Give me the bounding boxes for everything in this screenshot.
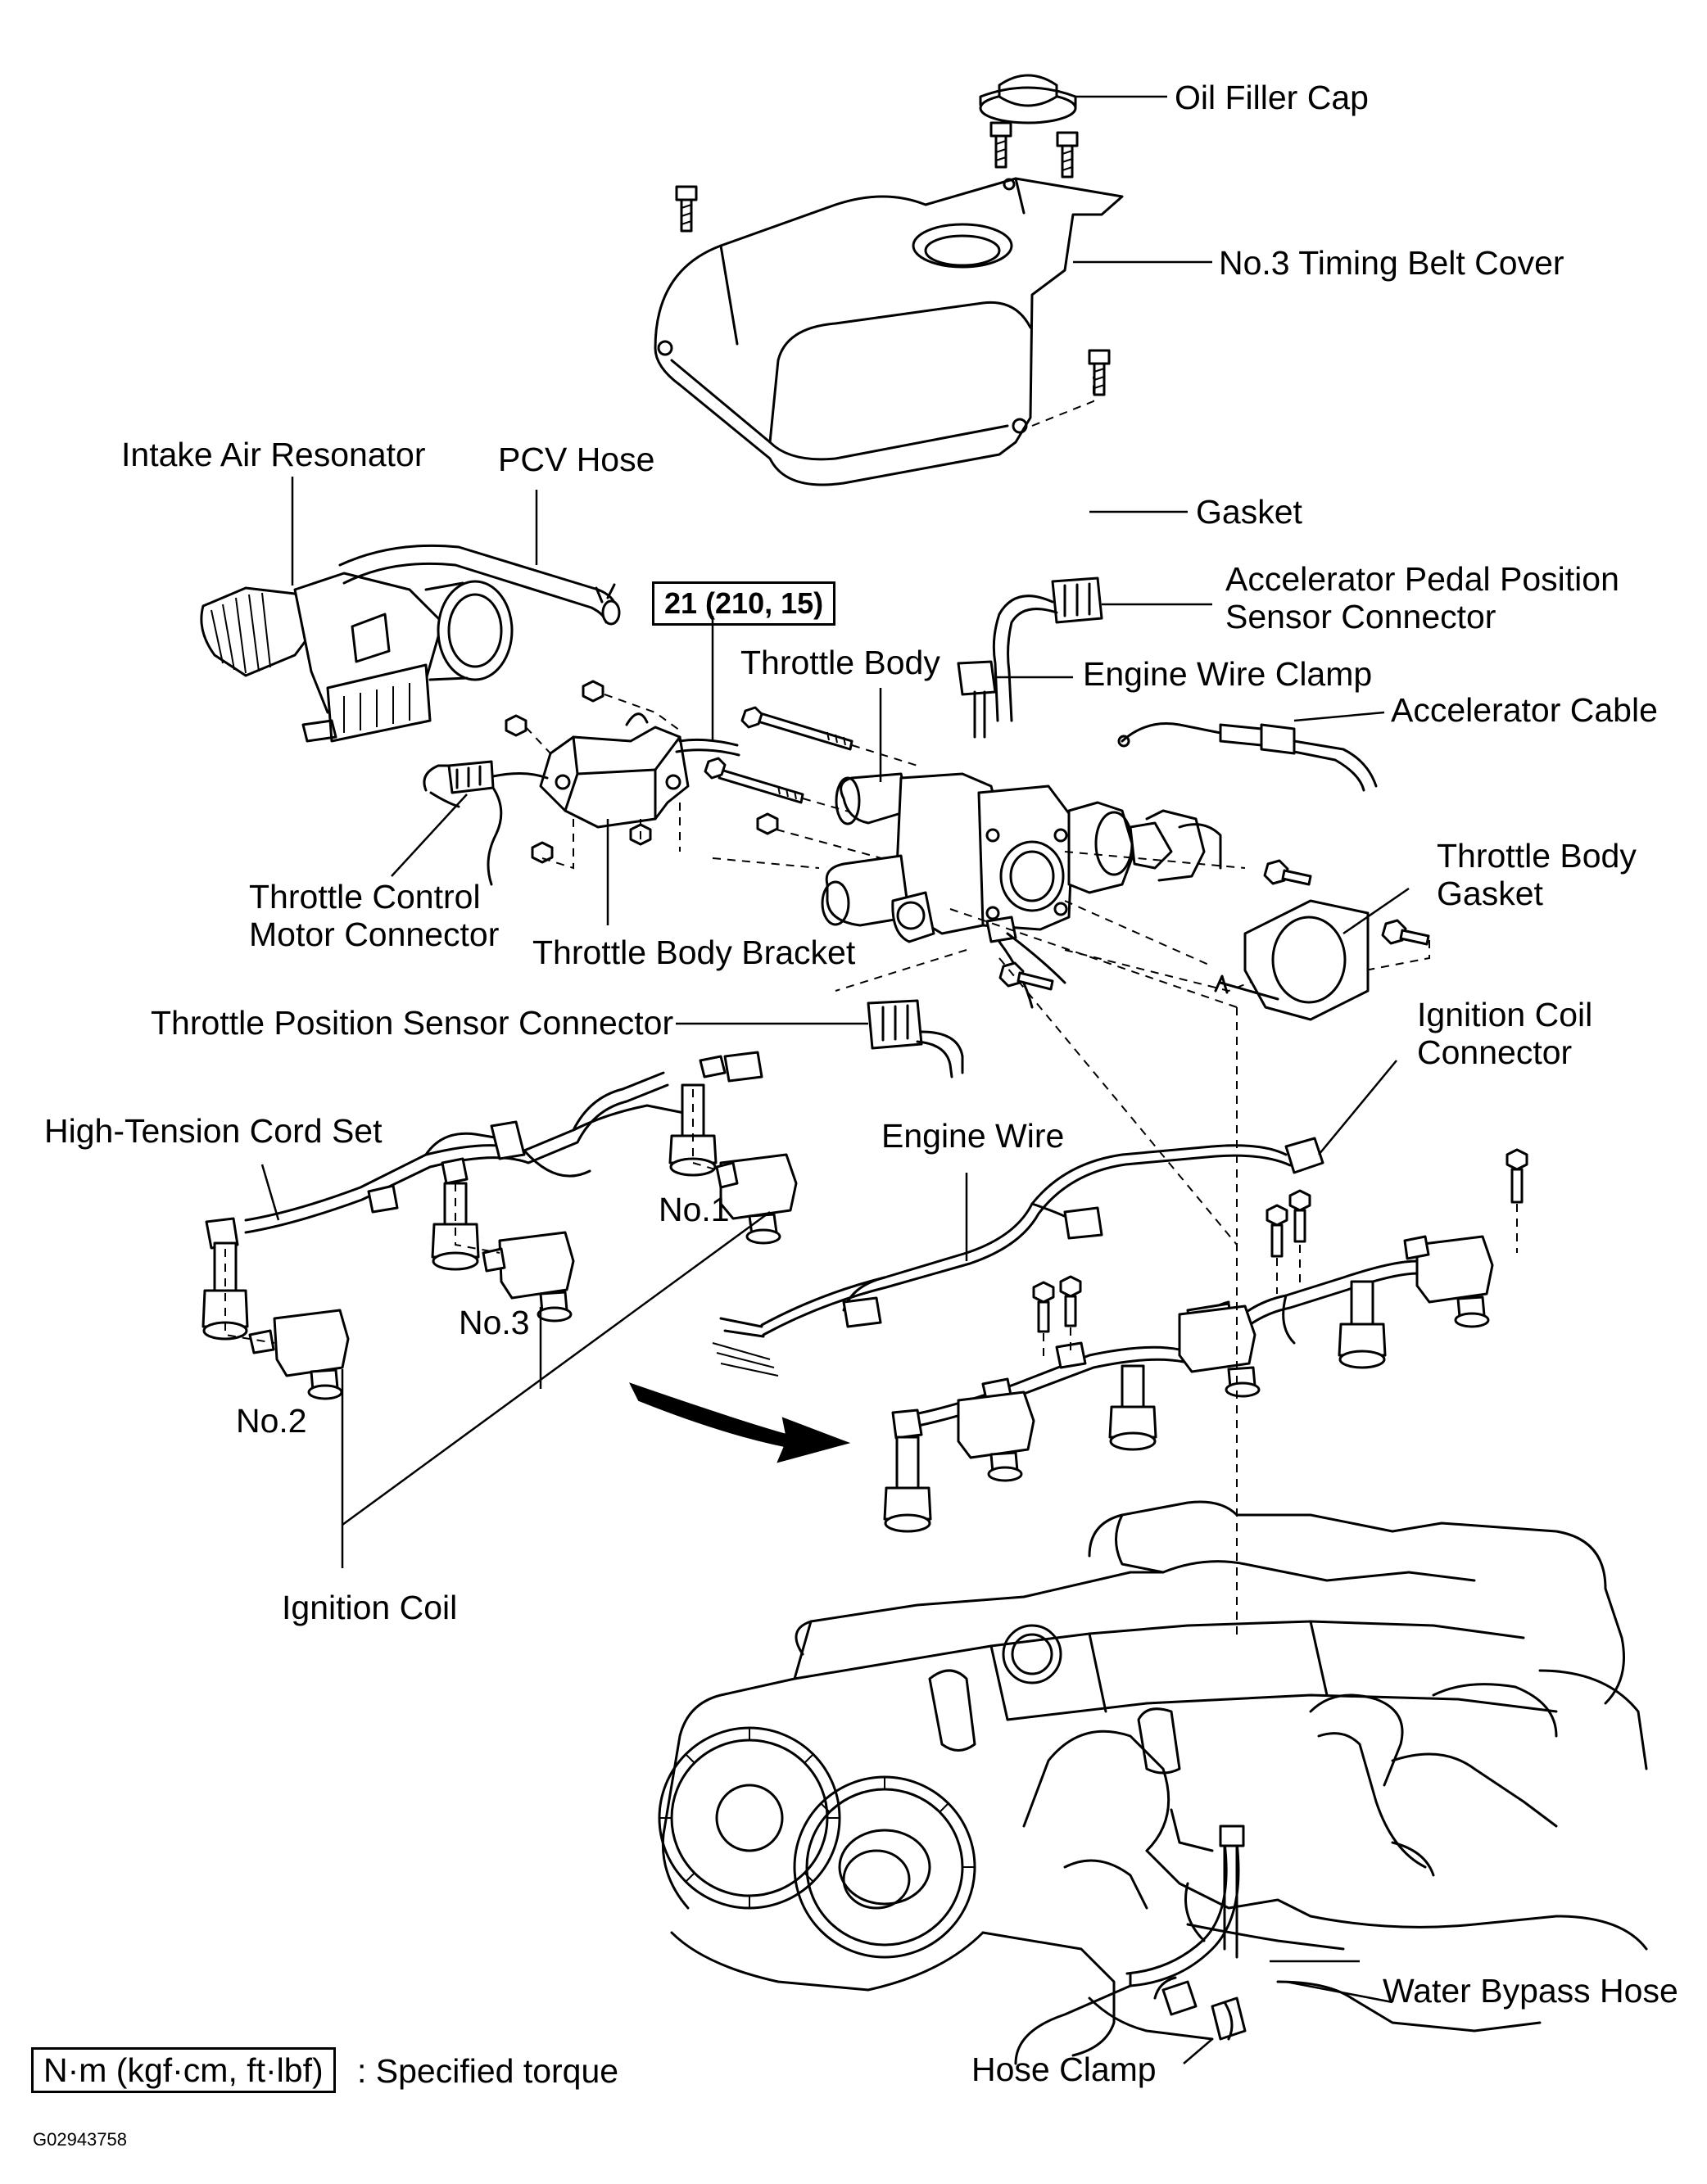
ignition-coil-connector-line1: Ignition Coil bbox=[1417, 996, 1593, 1033]
throttle-body-bracket-label: Throttle Body Bracket bbox=[532, 934, 856, 971]
accel-pedal-connector-label-line1: Accelerator Pedal Position bbox=[1225, 560, 1619, 598]
torque-unit-legend-box: N·m (kgf·cm, ft·lbf) bbox=[31, 2047, 336, 2093]
installation-arrow bbox=[629, 1382, 851, 1463]
ignition-coil-connector-line2: Connector bbox=[1417, 1033, 1573, 1071]
bracket-nuts bbox=[505, 680, 779, 864]
ignition-coil-leaders bbox=[341, 1210, 771, 1568]
pcv-hose-part bbox=[338, 544, 621, 626]
throttle-body-bolts bbox=[704, 706, 918, 816]
accel-pedal-connector-label: Accelerator Pedal Position Sensor Connec… bbox=[1225, 560, 1619, 635]
left-ignition-coils bbox=[248, 1153, 798, 1400]
throttle-control-motor-connector-label: Throttle Control Motor Connector bbox=[249, 878, 499, 953]
engine-wire-part bbox=[712, 1137, 1324, 1377]
water-bypass-hose-label: Water Bypass Hose bbox=[1383, 1972, 1678, 2010]
hose-clamp-label: Hose Clamp bbox=[971, 2051, 1157, 2088]
label-leaders bbox=[260, 95, 1410, 1261]
accel-pedal-connector-part bbox=[992, 577, 1103, 722]
throttle-body-part bbox=[821, 772, 1238, 1009]
ignition-coil-label: Ignition Coil bbox=[282, 1589, 458, 1626]
oil-filler-cap-part bbox=[979, 74, 1077, 124]
engine-wire-clamp-label: Engine Wire Clamp bbox=[1083, 655, 1373, 693]
ignition-coil-connector-label: Ignition Coil Connector bbox=[1417, 996, 1592, 1071]
pcv-hose-label: PCV Hose bbox=[498, 441, 655, 478]
no1-label: No.1 bbox=[659, 1191, 730, 1228]
gasket-label: Gasket bbox=[1196, 493, 1302, 531]
timing-belt-cover-label: No.3 Timing Belt Cover bbox=[1219, 244, 1564, 282]
right-bolts bbox=[1032, 1148, 1528, 1359]
throttle-body-label: Throttle Body bbox=[740, 644, 940, 681]
right-boots-coils bbox=[883, 1235, 1494, 1533]
accelerator-cable-part bbox=[1117, 722, 1378, 792]
cover-bolts bbox=[675, 121, 1111, 396]
no3-label: No.3 bbox=[459, 1304, 530, 1341]
throttle-body-gasket-label: Throttle Body Gasket bbox=[1437, 837, 1637, 912]
throttle-position-sensor-connector-label: Throttle Position Sensor Connector bbox=[151, 1004, 674, 1042]
high-tension-cord-set-label: High-Tension Cord Set bbox=[44, 1112, 383, 1150]
water-bypass-hose-part bbox=[1014, 1825, 1247, 2065]
throttle-control-motor-connector-line2: Motor Connector bbox=[249, 916, 500, 953]
accel-pedal-connector-label-line2: Sensor Connector bbox=[1225, 598, 1496, 635]
throttle-position-sensor-connector-part bbox=[867, 999, 964, 1078]
engine-block-part bbox=[658, 1500, 1648, 2057]
throttle-control-motor-connector-line1: Throttle Control bbox=[249, 878, 481, 916]
intake-air-resonator-label: Intake Air Resonator bbox=[121, 436, 426, 473]
intake-air-resonator-part bbox=[200, 572, 514, 743]
torque-spec-box: 21 (210, 15) bbox=[652, 581, 836, 626]
throttle-body-gasket-line2: Gasket bbox=[1437, 875, 1543, 912]
timing-belt-cover-part bbox=[654, 177, 1124, 486]
torque-legend-description: : Specified torque bbox=[357, 2052, 619, 2090]
throttle-body-gasket-line1: Throttle Body bbox=[1437, 837, 1637, 875]
engine-wire-clamp-part bbox=[957, 660, 997, 739]
callout-leaders bbox=[1183, 1960, 1393, 2064]
engine-wire-label: Engine Wire bbox=[881, 1117, 1065, 1155]
left-dashed-lines bbox=[224, 1089, 722, 1344]
high-tension-cord-set-part bbox=[205, 1051, 763, 1250]
oil-filler-cap-label: Oil Filler Cap bbox=[1175, 79, 1369, 116]
throttle-control-motor-connector-part bbox=[423, 760, 549, 886]
throttle-body-bracket-part bbox=[539, 712, 740, 829]
throttle-body-gasket-part bbox=[1214, 899, 1370, 1021]
no2-label: No.2 bbox=[236, 1402, 307, 1440]
figure-id: G02943758 bbox=[33, 2129, 127, 2150]
accelerator-cable-label: Accelerator Cable bbox=[1391, 691, 1658, 729]
